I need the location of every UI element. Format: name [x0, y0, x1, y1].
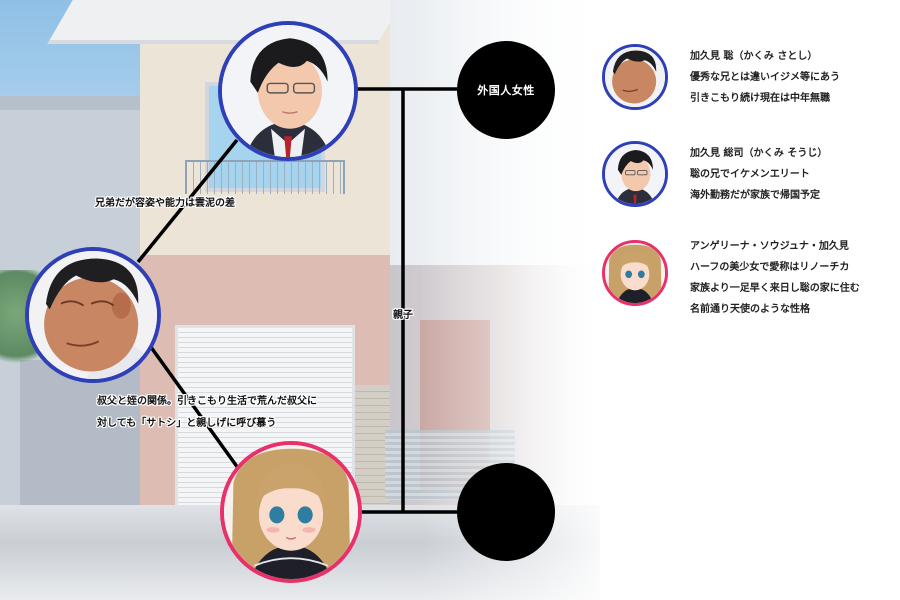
- angelina-face-icon: [224, 445, 358, 579]
- legend-desc: 名前通り天使のような性格: [690, 304, 810, 315]
- legend-desc: 引きこもり続け現在は中年無職: [690, 93, 830, 104]
- legend-thumb-soji: [602, 141, 668, 207]
- edge-label-parent-child: 親子: [393, 310, 413, 321]
- legend-thumb-satoshi: [602, 44, 668, 110]
- legend-name: アンゲリーナ・ソウジュナ・加久見: [690, 241, 849, 252]
- legend-desc: ハーフの美少女で愛称はリノーチカ: [690, 262, 850, 273]
- legend-item-satoshi: 加久見 聡（かくみ さとし） 優秀な兄とは違いイジメ等にあう 引きこもり続け現在…: [600, 44, 890, 114]
- soji-face-icon: [222, 25, 354, 157]
- legend-name: 加久見 聡（かくみ さとし）: [690, 51, 818, 62]
- neighbor-roof: [0, 96, 140, 110]
- portrait-soji: [218, 21, 358, 161]
- uncle-niece-connector: [146, 341, 240, 470]
- satoshi-thumb-icon: [605, 47, 665, 107]
- legend-desc: 優秀な兄とは違いイジメ等にあう: [690, 72, 840, 83]
- legend-item-angelina: アンゲリーナ・ソウジュナ・加久見 ハーフの美少女で愛称はリノーチカ 家族より一足…: [600, 236, 890, 326]
- foreign-woman-label: 外国人女性: [477, 84, 535, 97]
- edge-label-uncle-niece: 叔父と姪の関係。引きこもり生活で荒んだ叔父に 対しても「サトシ」と親しげに呼び慕…: [97, 396, 317, 429]
- legend-desc: 聡の兄でイケメンエリート: [690, 169, 810, 180]
- neighbor-wall: [20, 360, 140, 510]
- legend-desc: 家族より一足早く来日し聡の家に住む: [690, 283, 860, 294]
- legend-item-soji: 加久見 総司（かくみ そうじ） 聡の兄でイケメンエリート 海外勤務だが家族で帰国…: [600, 141, 890, 211]
- node-foreign-woman: 外国人女性: [457, 41, 555, 139]
- sibling-connector: [136, 138, 239, 264]
- legend-thumb-angelina: [602, 240, 668, 306]
- satoshi-face-icon: [29, 251, 157, 379]
- edge-label-siblings: 兄弟だが容姿や能力は雲泥の差: [95, 198, 235, 209]
- legend-text-satoshi: 加久見 聡（かくみ さとし） 優秀な兄とは違いイジメ等にあう 引きこもり続け現在…: [690, 46, 840, 109]
- balcony-railing: [185, 160, 345, 194]
- angelina-thumb-icon: [605, 243, 665, 303]
- legend-text-angelina: アンゲリーナ・ソウジュナ・加久見 ハーフの美少女で愛称はリノーチカ 家族より一足…: [690, 236, 860, 320]
- legend-desc: 海外勤務だが家族で帰国予定: [690, 190, 820, 201]
- portrait-angelina: [220, 441, 362, 583]
- portrait-satoshi: [25, 247, 161, 383]
- legend-text-soji: 加久見 総司（かくみ そうじ） 聡の兄でイケメンエリート 海外勤務だが家族で帰国…: [690, 143, 827, 206]
- node-unknown-child: [457, 463, 555, 561]
- legend-name: 加久見 総司（かくみ そうじ）: [690, 148, 828, 159]
- soji-thumb-icon: [605, 144, 665, 204]
